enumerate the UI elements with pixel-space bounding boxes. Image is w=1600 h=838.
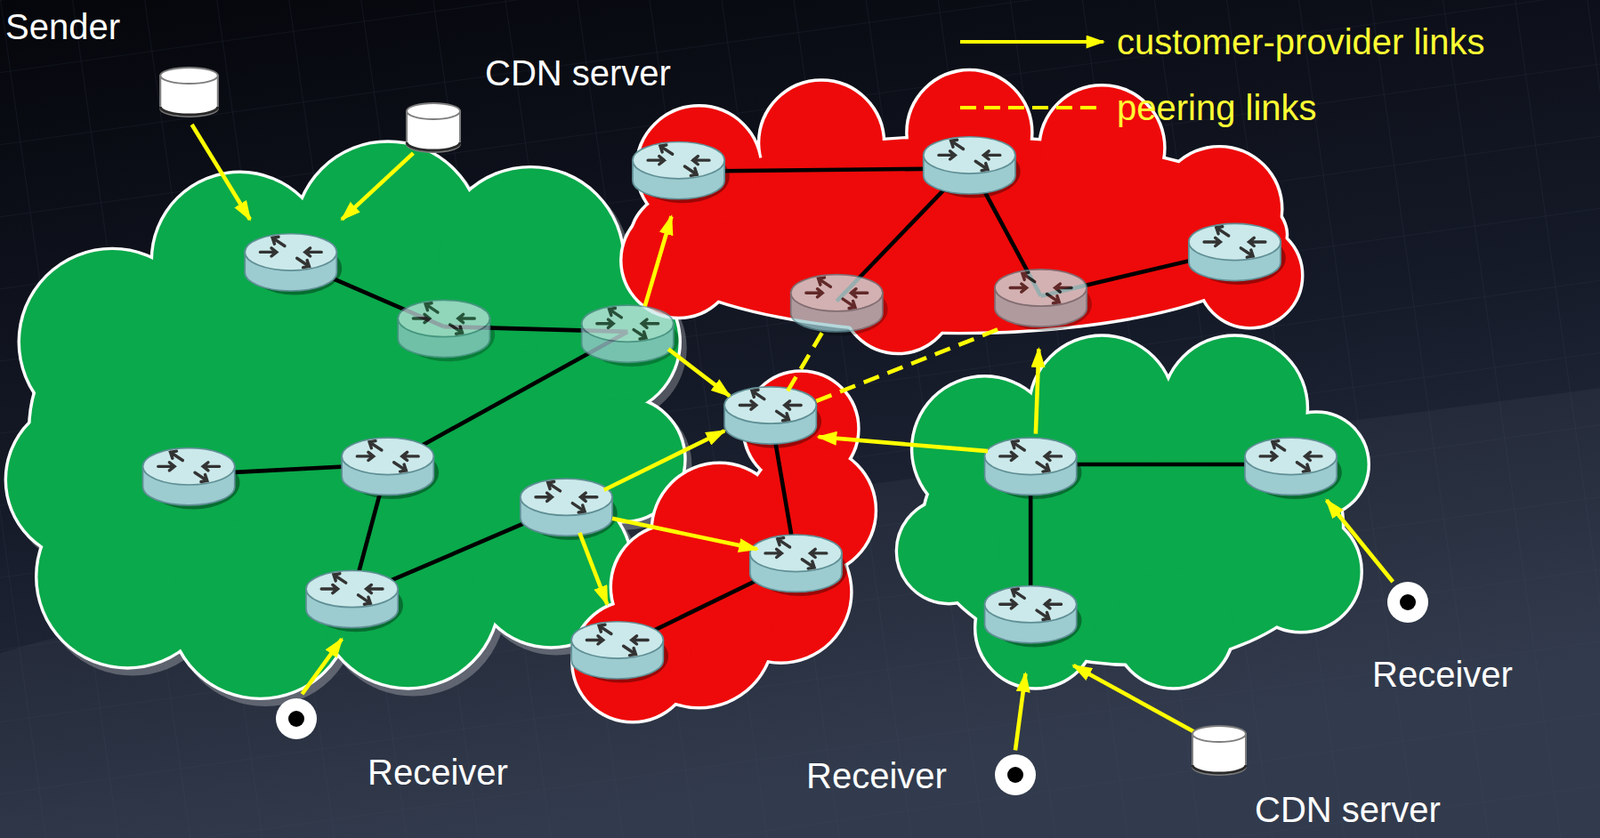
receiver-host: Receiver [1385, 580, 1431, 625]
node-icon [1385, 580, 1431, 625]
legend-line-sample [956, 87, 1108, 129]
cdn-server: CDN server [404, 102, 462, 154]
receiver-host: Receiver [993, 752, 1038, 798]
node-icon [993, 752, 1038, 798]
node-label: CDN server [1254, 791, 1441, 828]
legend-label: peering links [1116, 89, 1318, 126]
node-label: Receiver [367, 754, 509, 791]
cdn-server: CDN server [1190, 725, 1248, 776]
node-label: Receiver [806, 758, 947, 794]
node-icon [158, 66, 220, 118]
legend-label: customer-provider links [1116, 24, 1485, 60]
sender-server: Sender [158, 66, 220, 118]
node-label: CDN server [484, 55, 671, 91]
legend-line-sample [956, 21, 1108, 63]
node-icon [404, 102, 462, 154]
node-icon [274, 696, 319, 742]
node-label: Sender [5, 8, 121, 45]
node-icon [1190, 725, 1248, 776]
receiver-host: Receiver [274, 696, 319, 742]
node-label: Receiver [1372, 656, 1513, 693]
